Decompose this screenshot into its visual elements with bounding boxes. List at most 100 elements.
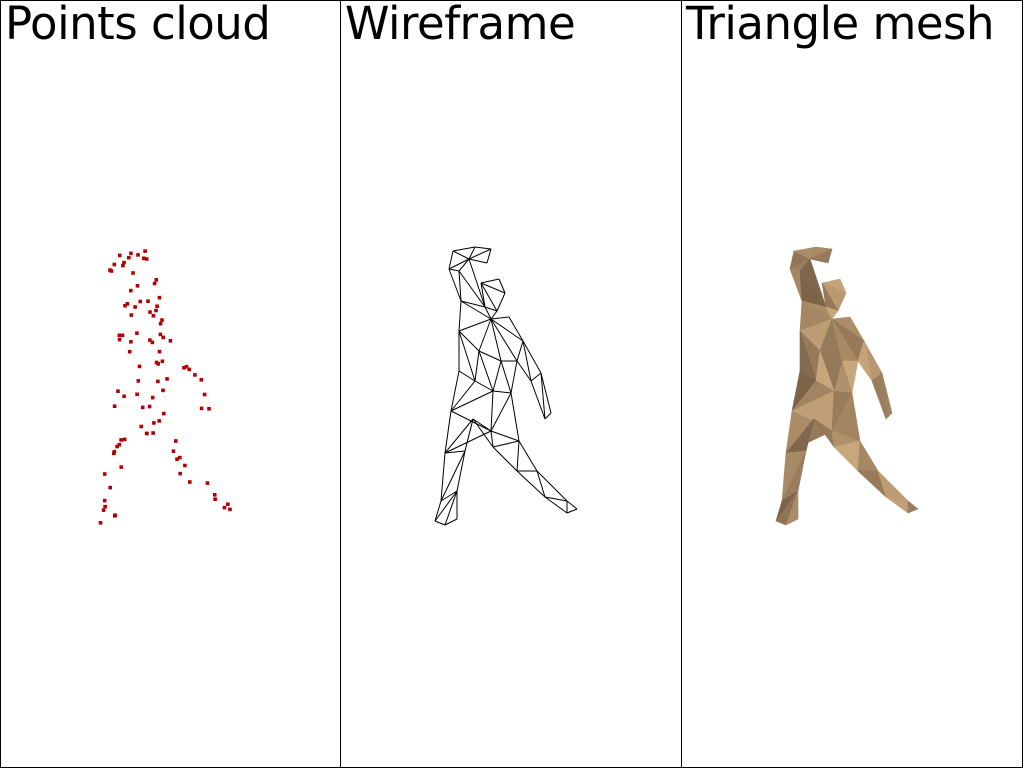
wireframe-edge (516, 340, 524, 362)
point-marker (187, 367, 191, 372)
point-marker (152, 281, 157, 286)
mesh-triangle (799, 258, 827, 308)
wireframe-edge (496, 292, 506, 312)
panel-title: Points cloud (5, 0, 271, 50)
point-marker (184, 364, 189, 369)
point-marker (139, 424, 143, 429)
point-marker (131, 271, 135, 275)
wireframe-edge (480, 282, 498, 312)
point-marker (122, 394, 126, 399)
point-marker (120, 333, 125, 338)
point-marker (161, 335, 165, 340)
points-cloud-viewport[interactable]: Points cloud (0, 0, 341, 768)
point-marker (135, 284, 140, 288)
point-marker (222, 505, 227, 510)
point-marker (129, 288, 133, 293)
wireframe-edge (458, 270, 486, 308)
point-marker (199, 378, 204, 382)
point-marker (119, 465, 123, 469)
wireframe-edge (452, 246, 476, 252)
point-marker (115, 444, 119, 449)
wireframe-edge (458, 318, 492, 332)
point-marker (136, 253, 140, 257)
point-marker (161, 388, 165, 393)
wireframe-edge (540, 372, 552, 414)
point-marker (150, 395, 155, 400)
point-marker (154, 308, 158, 313)
wireframe-edge (566, 508, 578, 514)
wireframe-edge (516, 470, 546, 498)
point-marker (157, 419, 161, 423)
wireframe-edge (480, 282, 486, 308)
mesh-triangle (785, 490, 799, 526)
point-marker (212, 493, 217, 497)
wireframe-edge (492, 440, 520, 448)
point-marker (157, 349, 162, 354)
point-marker (142, 256, 146, 261)
point-marker (108, 268, 112, 272)
points-cloud-render (98, 249, 232, 525)
point-marker (182, 366, 186, 370)
point-marker (148, 310, 152, 314)
point-marker (140, 405, 145, 410)
point-marker (226, 502, 230, 506)
point-marker (174, 439, 178, 443)
point-marker (118, 253, 122, 258)
wireframe-viewport[interactable]: Wireframe (341, 0, 682, 768)
point-marker (151, 314, 156, 318)
point-marker (122, 437, 127, 442)
point-marker (150, 340, 155, 345)
wireframe-edge (448, 268, 460, 272)
wireframe-edge (450, 390, 494, 412)
wireframe-edge (458, 330, 480, 352)
wireframe-edge (536, 470, 546, 498)
point-marker (160, 318, 164, 322)
wireframe-edge (516, 360, 532, 382)
wireframe-edge (544, 496, 568, 502)
point-marker (112, 451, 116, 456)
wireframe-edge (536, 470, 568, 502)
wireframe-edge (544, 412, 552, 420)
point-marker (183, 463, 187, 468)
mesh-triangle (857, 440, 879, 472)
triangle-mesh-viewport[interactable]: Triangle mesh (682, 0, 1023, 768)
point-marker (205, 481, 210, 485)
wireframe-edge (522, 340, 542, 374)
wireframe-edge (458, 270, 462, 302)
wireframe-edge (492, 360, 502, 392)
wireframe-edge (566, 500, 578, 510)
point-marker (154, 360, 159, 365)
mesh-triangle (825, 306, 839, 320)
point-marker (146, 299, 150, 303)
point-marker (175, 457, 179, 461)
wireframe-edge (510, 360, 518, 394)
wireframe-edge (472, 418, 494, 448)
point-marker (135, 392, 139, 397)
point-marker (171, 449, 176, 453)
wireframe-edge (444, 518, 458, 526)
point-marker (138, 299, 142, 304)
triangle-mesh-render (775, 246, 919, 526)
point-marker (158, 321, 163, 326)
point-marker (156, 379, 160, 384)
point-marker (116, 389, 120, 393)
wireframe-edge (448, 268, 462, 302)
point-marker (112, 404, 117, 408)
point-marker (143, 249, 147, 253)
wireframe-edge (444, 418, 474, 454)
wireframe-edge (490, 430, 494, 448)
point-marker (117, 333, 122, 338)
point-marker (193, 373, 197, 377)
point-marker (103, 504, 107, 509)
wireframe-edge (522, 340, 532, 382)
wireframe-edge (486, 248, 492, 264)
wireframe-edge (458, 330, 476, 382)
wireframe-edge (490, 316, 510, 320)
wireframe-edge (484, 306, 498, 312)
wireframe-edge (474, 380, 494, 392)
point-marker (119, 438, 123, 442)
wireframe-edge (450, 380, 476, 412)
wireframe-edge (440, 490, 458, 502)
wireframe-edge (530, 372, 542, 382)
wireframe-edge (456, 450, 466, 492)
